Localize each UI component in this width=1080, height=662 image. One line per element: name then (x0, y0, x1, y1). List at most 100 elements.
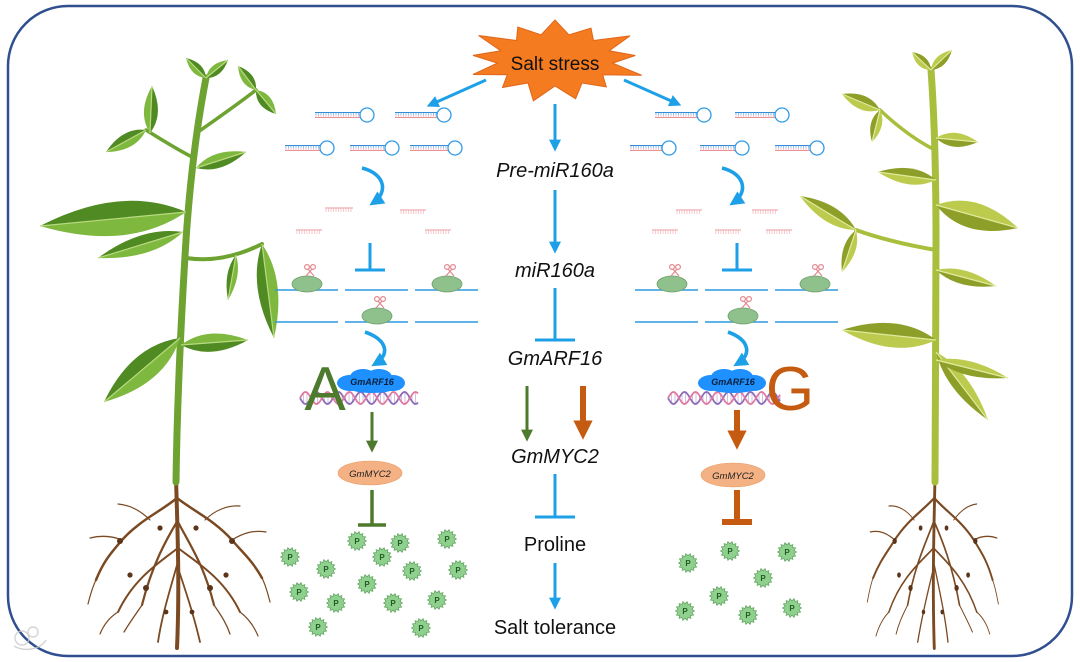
dna-strand (299, 391, 419, 405)
proline-symbol: P (397, 539, 403, 548)
scissors-icon (304, 264, 317, 277)
proline-symbol: P (455, 566, 461, 575)
mature-mirna-duplexes (296, 207, 451, 234)
right-plant-leaves (799, 49, 1019, 421)
root-nodule (193, 525, 199, 531)
scissors-icon (668, 264, 681, 277)
proline-molecule: P (781, 598, 803, 618)
leaf (930, 49, 953, 71)
pre-mirna-hairpin (775, 140, 825, 156)
proline-star-icon (781, 598, 803, 618)
root-branch (204, 505, 241, 521)
leaf (799, 195, 857, 231)
center-pathway: Salt stress Pre-miR160a miR160a GmARF16 … (426, 19, 682, 639)
root-nodule (163, 609, 169, 615)
side-branch (144, 128, 196, 160)
proline-molecule: P (410, 618, 432, 638)
gmarf16-label: GmARF16 (350, 377, 395, 387)
leaf (841, 322, 937, 348)
watermark-swoosh (13, 639, 47, 651)
allele-letter-a: A (304, 355, 346, 424)
main-stem (172, 74, 210, 486)
pre-mirna-hairpins (630, 107, 825, 156)
proline-star-icon (401, 561, 423, 581)
root-branch (87, 579, 97, 605)
side-branch (196, 88, 258, 134)
proline-molecule: P (356, 574, 378, 594)
scissors-icon (374, 296, 387, 309)
binding-curved-arrow (727, 330, 750, 367)
proline-symbol: P (354, 537, 360, 546)
proline-molecule: P (382, 593, 404, 613)
root-nodule (223, 572, 229, 578)
main-stem (927, 66, 940, 486)
outcome-label: Salt tolerance (494, 617, 616, 639)
leaf (195, 151, 247, 170)
mirna-duplex (766, 229, 792, 234)
proline-star-icon (674, 601, 696, 621)
proline-star-icon (279, 547, 301, 567)
risc-complex (656, 275, 688, 293)
root-branch (239, 611, 259, 637)
root-nodule (189, 609, 195, 615)
hairpin-loop (661, 140, 677, 156)
pre-mirna-label: Pre-miR160a (496, 160, 614, 182)
proline-symbol: P (784, 548, 790, 557)
proline-molecule: P (752, 568, 774, 588)
proline-molecule: P (307, 617, 329, 637)
root-branch (123, 604, 143, 633)
hairpin-loop (447, 140, 463, 156)
leaf (97, 230, 184, 259)
leaf (935, 268, 997, 287)
proline-symbol: P (323, 565, 329, 574)
leaf (877, 167, 937, 185)
root-branch (177, 547, 241, 613)
proline-molecule: P (288, 582, 310, 602)
mirna-duplex (652, 229, 678, 234)
gmarf16-label: GmARF16 (711, 377, 756, 387)
allele-letter-g: G (766, 355, 814, 424)
root-branch (89, 535, 123, 541)
binding-curved-arrow (364, 330, 388, 367)
mirna-duplex (425, 229, 451, 234)
pre-mirna-hairpin (410, 140, 463, 156)
watermark-circle (27, 626, 39, 638)
myc-inhibition-t-bar (358, 490, 386, 527)
proline-molecule: P (401, 561, 423, 581)
root-branch (231, 530, 267, 541)
proline-star-icon (307, 617, 329, 637)
root-branch (176, 520, 216, 607)
hairpin-loop (809, 140, 825, 156)
root-branch (117, 547, 179, 613)
proline-symbol: P (390, 599, 396, 608)
metabolite-label: Proline (524, 534, 586, 556)
proline-symbol: P (379, 553, 385, 562)
dna-helix (667, 391, 781, 405)
proline-symbol: P (409, 567, 415, 576)
target-mrna-strands (275, 275, 478, 325)
pre-mirna-hairpin (630, 140, 677, 156)
leaf (103, 337, 181, 403)
proline-symbol: P (760, 574, 766, 583)
proline-molecule: P (677, 553, 699, 573)
right-soybean-plant (799, 49, 1019, 650)
scissors-icon (811, 264, 824, 277)
left-plant-roots (87, 474, 271, 650)
gmmyc2-label: GmMYC2 (712, 471, 754, 482)
leaf (256, 243, 279, 339)
proline-symbol: P (434, 596, 440, 605)
proline-star-icon (288, 582, 310, 602)
proline-symbol: P (418, 624, 424, 633)
root-branch (261, 577, 271, 603)
mirna-label: miR160a (515, 260, 595, 282)
diagram-frame (6, 4, 1074, 658)
target-gene-label: GmARF16 (508, 348, 603, 370)
proline-symbol: P (444, 535, 450, 544)
proline-molecule: P (315, 559, 337, 579)
proline-molecule: P (279, 547, 301, 567)
mirna-duplex (296, 229, 322, 234)
mirna-duplex (752, 209, 778, 214)
cleavage-scissors (668, 264, 824, 309)
